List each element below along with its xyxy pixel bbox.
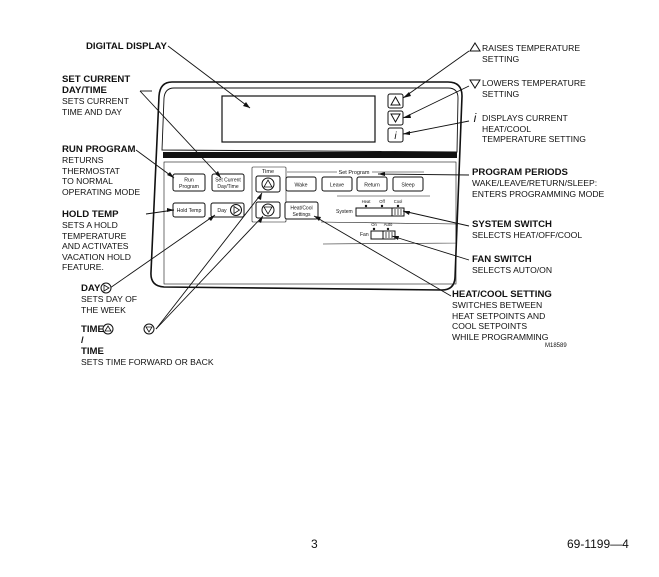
display-strip: [163, 152, 457, 158]
heat-label: Heat: [362, 199, 372, 204]
hold-temp-button[interactable]: Hold Temp: [172, 202, 206, 218]
day-label: Day: [217, 208, 227, 214]
annotation-lowers: LOWERS TEMPERATURE SETTING: [482, 78, 586, 99]
run-program-button[interactable]: Run Program: [172, 173, 206, 192]
leave-button[interactable]: Leave: [321, 176, 353, 192]
fan-label: Fan: [360, 232, 369, 238]
day-arrow-icon: [100, 282, 112, 294]
set-program-label: Set Program: [339, 170, 370, 176]
system-label: System: [336, 209, 353, 215]
annotation-digital-display: DIGITAL DISPLAY: [86, 41, 167, 52]
raises-triangle-icon: [469, 42, 481, 52]
time-down-button[interactable]: [255, 201, 281, 219]
hold-temp-label: Hold Temp: [177, 208, 202, 214]
lcd-display: [221, 95, 376, 143]
heat-cool-settings-button[interactable]: Heat/Cool Settings: [284, 201, 319, 220]
sleep-button[interactable]: Sleep: [392, 176, 424, 192]
document-number: 69-1199—4: [567, 537, 629, 551]
leave-label: Leave: [330, 183, 344, 189]
time-label: Time: [262, 169, 274, 175]
system-switch[interactable]: [355, 207, 405, 217]
time-down-icon: [143, 323, 155, 335]
fan-switch[interactable]: [370, 230, 396, 240]
set-current-button[interactable]: Set Current Day/Time: [211, 173, 245, 192]
run-program-label: Run: [184, 178, 194, 184]
info-button[interactable]: i: [387, 127, 404, 143]
wake-label: Wake: [294, 183, 307, 189]
time-up-button[interactable]: [255, 175, 281, 193]
lowers-triangle-icon: [469, 79, 481, 89]
annotation-day: DAY SETS DAY OF THE WEEK: [81, 283, 138, 315]
annotation-time: TIME/TIME SETS TIME FORWARD OR BACK: [81, 324, 214, 367]
info-glyph-icon: i: [474, 111, 477, 125]
down-arrow-button[interactable]: [387, 110, 404, 126]
annotation-hold-temp: HOLD TEMP SETS A HOLD TEMPERATURE AND AC…: [62, 209, 131, 273]
set-current-label: Set Current: [215, 178, 241, 184]
set-current-label: Day/Time: [217, 184, 238, 190]
time-bracket: [251, 166, 287, 223]
on-label: On: [371, 222, 377, 227]
annotation-raises: RAISES TEMPERATURE SETTING: [482, 43, 581, 64]
return-label: Return: [364, 183, 380, 189]
up-arrow-button[interactable]: [387, 93, 404, 109]
auto-label: Auto: [384, 222, 393, 227]
annotation-system-switch: SYSTEM SWITCH SELECTS HEAT/OFF/COOL: [472, 219, 583, 240]
time-up-icon: [102, 323, 114, 335]
figure-code: M18589: [545, 343, 567, 349]
annotation-heat-cool: HEAT/COOL SETTING SWITCHES BETWEEN HEAT …: [452, 289, 552, 342]
cool-label: Cool: [394, 199, 403, 204]
leader-lines: [109, 45, 470, 330]
run-program-label: Program: [179, 184, 199, 190]
annotation-run-program: RUN PROGRAM RETURNS THERMOSTAT TO NORMAL…: [62, 144, 141, 197]
arrowheads: [167, 92, 411, 240]
heat-cool-label: Heat/Cool: [290, 206, 312, 212]
return-button[interactable]: Return: [356, 176, 388, 192]
wake-button[interactable]: Wake: [285, 176, 317, 192]
annotation-fan-switch: FAN SWITCH SELECTS AUTO/ON: [472, 254, 553, 275]
annotation-program-periods: PROGRAM PERIODS WAKE/LEAVE/RETURN/SLEEP:…: [472, 167, 605, 199]
day-button[interactable]: Day: [210, 202, 245, 218]
annotation-set-current: SET CURRENT DAY/TIME SETS CURRENT TIME A…: [62, 74, 131, 117]
annotation-displays: DISPLAYS CURRENT HEAT/COOL TEMPERATURE S…: [482, 113, 586, 145]
info-glyph: i: [394, 131, 397, 142]
page-number: 3: [311, 537, 318, 551]
off-label: Off: [379, 199, 385, 204]
sleep-label: Sleep: [401, 183, 414, 189]
heat-cool-label: Settings: [292, 212, 311, 218]
